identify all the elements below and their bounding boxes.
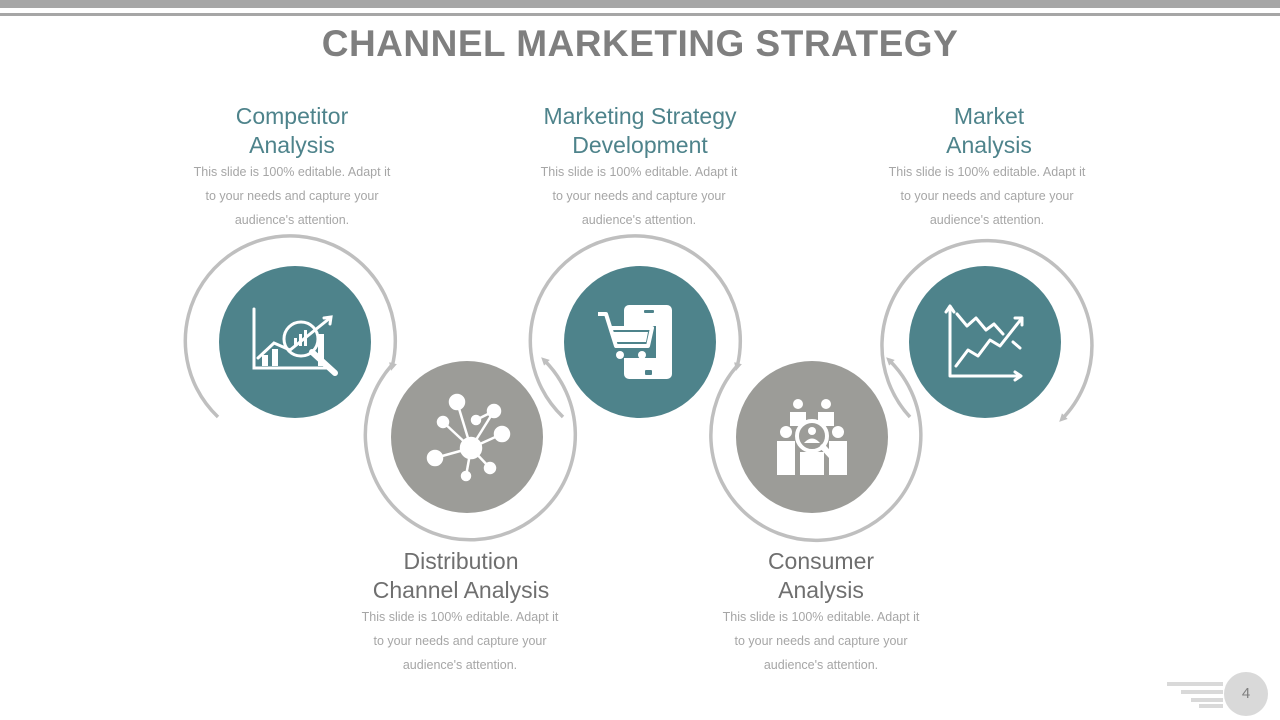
mobile-cart-icon [598, 305, 672, 379]
step-3-heading-line2: Development [572, 132, 708, 158]
arc-step-2 [363, 357, 578, 542]
step-5-desc-line2: to your needs and capture your [900, 189, 1074, 203]
line-chart-icon [944, 304, 1024, 382]
page-number: 4 [1224, 672, 1268, 716]
top-rule-thick [0, 0, 1280, 8]
step-3-heading: Marketing Strategy Development [510, 102, 770, 160]
step-1-desc-line3: audience's attention. [234, 213, 350, 227]
step-5-desc-line1: This slide is 100% editable. Adapt it [888, 165, 1086, 179]
step-3-heading-line1: Marketing Strategy [543, 103, 737, 129]
chart-magnifier-icon [252, 307, 338, 376]
step-5-heading-line1: Market [953, 103, 1025, 129]
step-3-desc-line1: This slide is 100% editable. Adapt it [540, 165, 738, 179]
step-2-heading-line1: Distribution [403, 548, 519, 574]
step-5-desc-line3: audience's attention. [929, 213, 1045, 227]
step-3-desc-line2: to your needs and capture your [552, 189, 726, 203]
step-1-desc-line2: to your needs and capture your [205, 189, 379, 203]
step-2-desc-line2: to your needs and capture your [373, 634, 547, 648]
step-1-heading-line2: Analysis [249, 132, 335, 158]
step-4-desc-line3: audience's attention. [763, 658, 879, 672]
step-2-desc-line3: audience's attention. [402, 658, 518, 672]
arc-step-3 [528, 234, 743, 419]
top-rule-thin [0, 13, 1280, 16]
people-search-icon [777, 399, 847, 475]
step-1-desc-line1: This slide is 100% editable. Adapt it [193, 165, 391, 179]
step-2-heading: Distribution Channel Analysis [331, 547, 591, 605]
step-3-description: This slide is 100% editable. Adapt it to… [529, 160, 749, 232]
step-4-heading-line2: Analysis [778, 577, 864, 603]
page-number-decoration [1167, 682, 1223, 708]
arc-step-5 [880, 238, 1094, 422]
step-2-description: This slide is 100% editable. Adapt it to… [350, 605, 570, 677]
step-2-heading-line2: Channel Analysis [372, 577, 550, 603]
slide-title: CHANNEL MARKETING STRATEGY [321, 23, 959, 64]
step-4-desc-line1: This slide is 100% editable. Adapt it [722, 610, 920, 624]
step-3-desc-line3: audience's attention. [581, 213, 697, 227]
step-4-heading-line1: Consumer [767, 548, 875, 574]
step-5-circle [909, 266, 1061, 418]
step-5-heading-line2: Analysis [946, 132, 1032, 158]
step-1-description: This slide is 100% editable. Adapt it to… [182, 160, 402, 232]
arc-step-4 [709, 357, 923, 542]
step-4-heading: Consumer Analysis [691, 547, 951, 605]
network-nodes-icon [426, 393, 511, 482]
arc-step-1 [183, 234, 398, 419]
step-1-heading-line1: Competitor [235, 103, 349, 129]
step-5-description: This slide is 100% editable. Adapt it to… [877, 160, 1097, 232]
step-4-description: This slide is 100% editable. Adapt it to… [711, 605, 931, 677]
step-1-heading: Competitor Analysis [162, 102, 422, 160]
step-2-desc-line1: This slide is 100% editable. Adapt it [361, 610, 559, 624]
step-5-heading: Market Analysis [859, 102, 1119, 160]
step-4-desc-line2: to your needs and capture your [734, 634, 908, 648]
